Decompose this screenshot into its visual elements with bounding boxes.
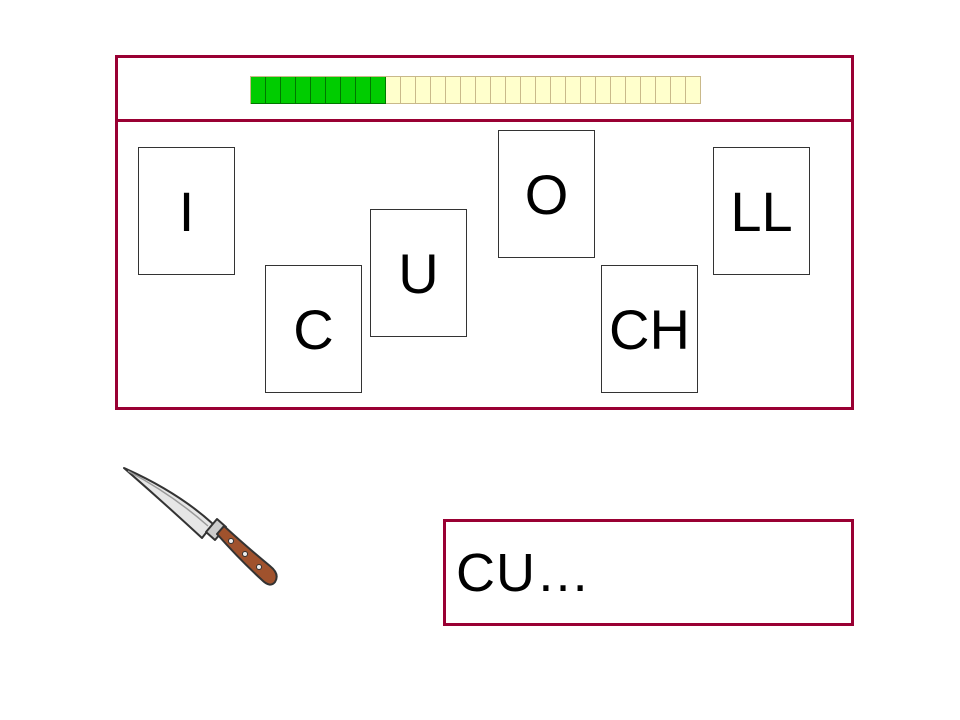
progress-cell-empty [611,77,626,104]
letter-card-ch[interactable]: CH [601,265,698,393]
progress-cell-empty [581,77,596,104]
progress-cell-empty [671,77,686,104]
letter-card-i[interactable]: I [138,147,235,275]
progress-cell-filled [311,77,326,104]
progress-cell-empty [461,77,476,104]
answer-box: CU… [443,519,854,626]
progress-cell-empty [551,77,566,104]
progress-cell-empty [386,77,401,104]
letter-card-u[interactable]: U [370,209,467,337]
progress-cell-empty [506,77,521,104]
progress-cell-empty [641,77,656,104]
progress-cell-empty [536,77,551,104]
progress-cell-filled [266,77,281,104]
progress-cell-empty [566,77,581,104]
letter-card-o[interactable]: O [498,130,595,258]
progress-bar [250,76,701,104]
progress-cell-empty [656,77,671,104]
progress-cell-filled [281,77,296,104]
progress-cell-empty [686,77,701,104]
progress-cell-empty [416,77,431,104]
progress-cell-empty [401,77,416,104]
progress-cell-empty [446,77,461,104]
progress-cell-filled [371,77,386,104]
game-board: I C U O CH LL [115,55,854,410]
board-divider [118,119,851,122]
progress-cell-empty [476,77,491,104]
letter-card-ll[interactable]: LL [713,147,810,275]
letter-card-c[interactable]: C [265,265,362,393]
progress-cell-empty [431,77,446,104]
progress-cell-empty [626,77,641,104]
progress-cell-filled [251,77,266,104]
answer-text: CU… [456,542,591,603]
progress-cell-filled [326,77,341,104]
progress-cell-empty [521,77,536,104]
progress-cell-filled [356,77,371,104]
progress-cell-filled [296,77,311,104]
progress-cell-empty [491,77,506,104]
knife-icon [118,462,288,602]
progress-cell-filled [341,77,356,104]
progress-cell-empty [596,77,611,104]
